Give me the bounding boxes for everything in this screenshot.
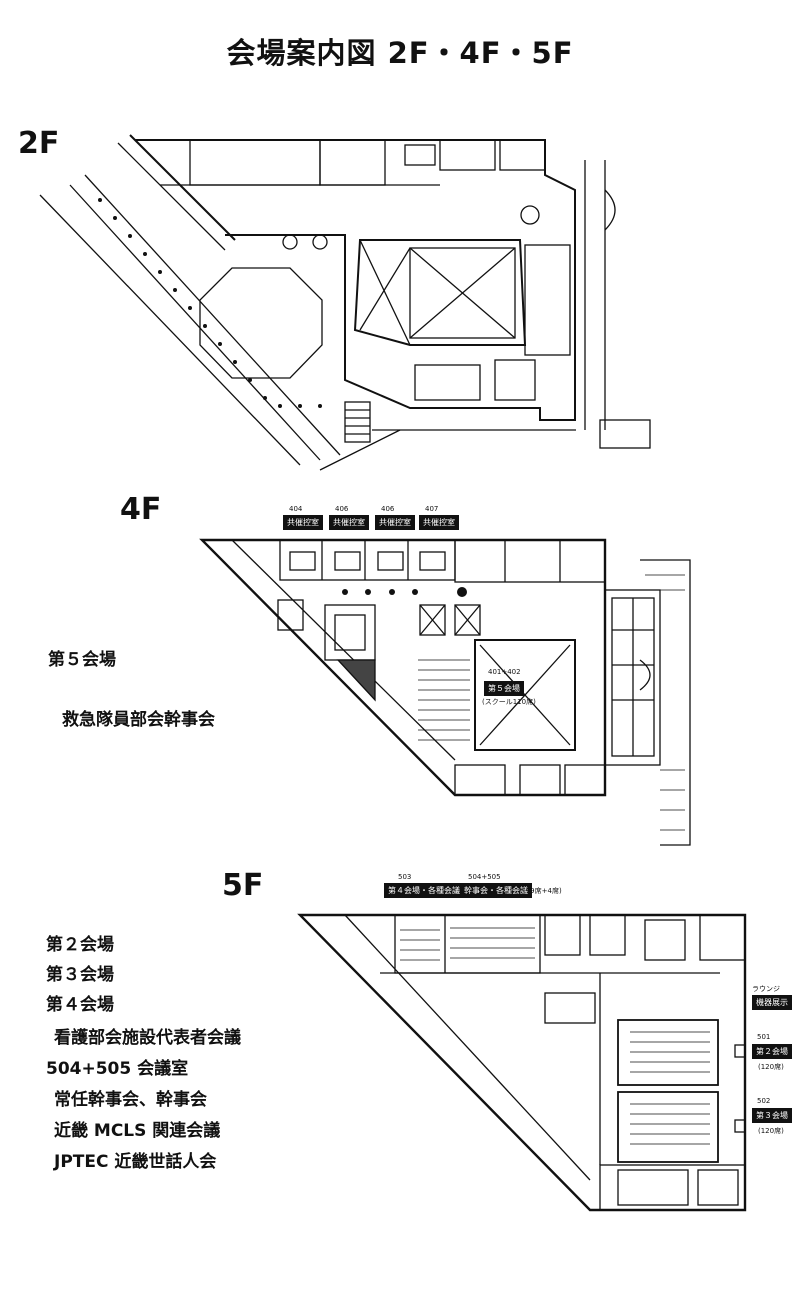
room-number-405: 406 <box>335 505 349 513</box>
room-number-404: 404 <box>289 505 303 513</box>
floor-label-2f: 2F <box>18 126 60 161</box>
room-number-503: 503 <box>398 873 412 881</box>
side-text-5f-504-505: 504+505 会議室 <box>46 1059 189 1079</box>
lounge-label: ラウンジ <box>752 985 780 993</box>
floor-plan-4f <box>199 538 691 846</box>
room-tag-501: 第２会場 <box>752 1044 792 1059</box>
hall-seats-4f: (スクール110席) <box>482 698 536 706</box>
floor-plan-5f <box>297 913 747 1212</box>
side-text-5f-nursing: 看護部会施設代表者会議 <box>54 1028 241 1048</box>
floor-label-5f: 5F <box>222 868 264 903</box>
room-number-406: 406 <box>381 505 395 513</box>
exhibit-tag: 機器展示 <box>752 995 792 1010</box>
room-seats-501: (120席) <box>758 1063 784 1071</box>
room-tag-503: 第４会場・各種会議 <box>384 883 464 898</box>
room-number-502: 502 <box>757 1097 771 1105</box>
side-text-5f-4th: 第４会場 <box>46 995 114 1015</box>
room-number-501: 501 <box>757 1033 771 1041</box>
room-seats-504-505: (99席+4席) <box>523 887 562 895</box>
hall-number-401-402: 401+402 <box>488 668 521 676</box>
room-tag-406: 共催控室 <box>375 515 415 530</box>
hall-tag-5th-venue: 第５会場 <box>484 681 524 696</box>
room-number-407: 407 <box>425 505 439 513</box>
room-seats-502: (120席) <box>758 1127 784 1135</box>
room-number-504-505: 504+505 <box>468 873 501 881</box>
room-tag-504-505: 幹事会・各種会議 <box>460 883 532 898</box>
page-title: 会場案内図 2F・4F・5F <box>226 36 574 70</box>
floor-plan-2f <box>39 134 651 471</box>
room-tag-502: 第３会場 <box>752 1108 792 1123</box>
floor-label-4f: 4F <box>120 492 162 527</box>
room-tag-405: 共催控室 <box>329 515 369 530</box>
room-tag-407: 共催控室 <box>419 515 459 530</box>
side-text-4f-meeting: 救急隊員部会幹事会 <box>62 710 215 730</box>
side-text-5f-executive: 常任幹事会、幹事会 <box>54 1090 207 1110</box>
side-text-4f-venue: 第５会場 <box>48 650 116 670</box>
side-text-5f-3rd: 第３会場 <box>46 965 114 985</box>
side-text-5f-jptec: JPTEC 近畿世話人会 <box>54 1152 217 1172</box>
side-text-5f-mcls: 近畿 MCLS 関連会議 <box>54 1121 221 1141</box>
room-tag-404: 共催控室 <box>283 515 323 530</box>
side-text-5f-2nd: 第２会場 <box>46 935 114 955</box>
